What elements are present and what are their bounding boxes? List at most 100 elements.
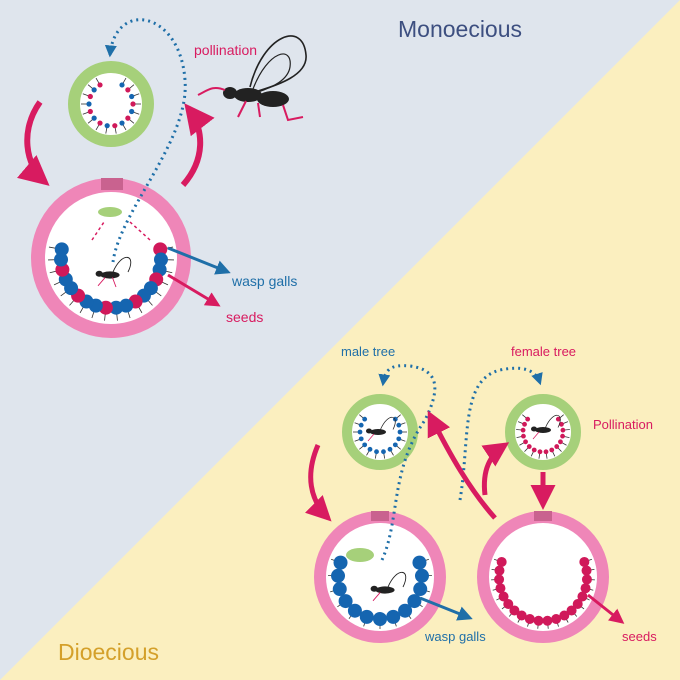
floret bbox=[367, 446, 373, 452]
floret bbox=[503, 599, 514, 610]
male-young-florets bbox=[353, 414, 407, 459]
female-cycle-arrow-left bbox=[481, 442, 510, 496]
wasp-inside-icon bbox=[95, 256, 132, 288]
floret bbox=[153, 242, 168, 257]
floret bbox=[119, 120, 125, 126]
floret bbox=[577, 591, 588, 602]
floret bbox=[359, 609, 374, 624]
floret bbox=[549, 447, 555, 453]
monoecious-title: Monoecious bbox=[398, 16, 522, 42]
floret bbox=[533, 615, 544, 626]
floret bbox=[347, 603, 362, 618]
floret bbox=[572, 599, 583, 610]
female-young-florets bbox=[516, 414, 570, 459]
male-to-return-arrow bbox=[427, 410, 497, 520]
floret bbox=[494, 565, 505, 576]
floret bbox=[579, 556, 590, 567]
floret bbox=[495, 583, 506, 594]
male-dispersal-path bbox=[378, 364, 437, 561]
floret bbox=[331, 568, 346, 583]
floret bbox=[358, 422, 364, 428]
floret bbox=[413, 582, 428, 597]
floret bbox=[396, 436, 402, 442]
floret bbox=[97, 120, 103, 126]
floret bbox=[516, 610, 527, 621]
male-mature-fig bbox=[314, 511, 446, 643]
floret bbox=[580, 583, 591, 594]
floret bbox=[130, 101, 136, 107]
floret bbox=[560, 427, 566, 433]
floret bbox=[86, 101, 92, 107]
male-mature-galls bbox=[328, 555, 432, 629]
floret bbox=[398, 603, 413, 618]
dispersal-path-top bbox=[104, 18, 187, 263]
floret bbox=[494, 574, 505, 585]
wasp-galls-arrow-bottom bbox=[419, 596, 473, 621]
young-florets bbox=[81, 77, 141, 134]
floret bbox=[87, 93, 93, 100]
cycle-arrow-right bbox=[180, 103, 215, 187]
seeds-label-bottom: seeds bbox=[622, 629, 657, 644]
monoecious-mature-fig bbox=[31, 178, 191, 338]
floret bbox=[566, 605, 577, 616]
floret bbox=[560, 433, 565, 439]
floret bbox=[125, 115, 131, 121]
floret bbox=[397, 429, 403, 435]
mature-florets bbox=[48, 242, 174, 321]
floret bbox=[414, 568, 429, 583]
female-young-fig bbox=[505, 394, 581, 470]
floret bbox=[362, 442, 368, 448]
floret bbox=[559, 610, 570, 621]
floret bbox=[521, 433, 526, 439]
female-dispersal-path bbox=[458, 366, 543, 501]
seeds-arrow-bottom bbox=[587, 593, 625, 624]
floret bbox=[392, 442, 398, 448]
pollination-label-top: pollination bbox=[194, 42, 257, 58]
floret bbox=[526, 444, 532, 449]
female-tree-label: female tree bbox=[511, 344, 576, 359]
floret bbox=[555, 416, 561, 422]
male-emerging-wasp-icon bbox=[346, 548, 374, 562]
floret bbox=[559, 421, 564, 427]
dioecious-title: Dioecious bbox=[58, 639, 159, 665]
male-young-fig bbox=[342, 394, 418, 470]
female-fig-wasp-icon bbox=[531, 414, 561, 440]
floret bbox=[129, 108, 135, 115]
floret bbox=[125, 87, 131, 93]
floret bbox=[129, 93, 135, 100]
seeds-arrow-top bbox=[167, 273, 221, 307]
floret bbox=[104, 123, 110, 129]
floret bbox=[554, 444, 560, 449]
floret bbox=[362, 416, 368, 422]
floret bbox=[509, 605, 520, 616]
floret bbox=[373, 612, 387, 626]
wasp-galls-label-top: wasp galls bbox=[231, 273, 297, 289]
cycle-arrow-left bbox=[17, 100, 50, 186]
floret bbox=[531, 447, 537, 453]
floret bbox=[581, 565, 592, 576]
floret bbox=[396, 422, 402, 428]
floret bbox=[412, 555, 427, 570]
floret bbox=[87, 108, 93, 115]
female-mature-seeds bbox=[491, 556, 595, 629]
floret bbox=[54, 242, 69, 257]
wasp-galls-label-bottom: wasp galls bbox=[424, 629, 486, 644]
floret bbox=[498, 591, 509, 602]
floret bbox=[581, 574, 592, 585]
male-cycle-arrow bbox=[305, 444, 332, 522]
floret bbox=[496, 556, 507, 567]
floret bbox=[109, 300, 124, 315]
floret bbox=[91, 115, 97, 121]
wasp-galls-arrow-top bbox=[167, 246, 231, 275]
floret bbox=[542, 615, 553, 626]
floret bbox=[97, 82, 103, 88]
male-inner-wasp-icon bbox=[370, 571, 407, 602]
floret bbox=[381, 449, 386, 455]
floret bbox=[112, 123, 118, 129]
floret bbox=[338, 594, 353, 609]
emerging-wasp-icon bbox=[98, 207, 122, 217]
floret bbox=[358, 436, 364, 442]
